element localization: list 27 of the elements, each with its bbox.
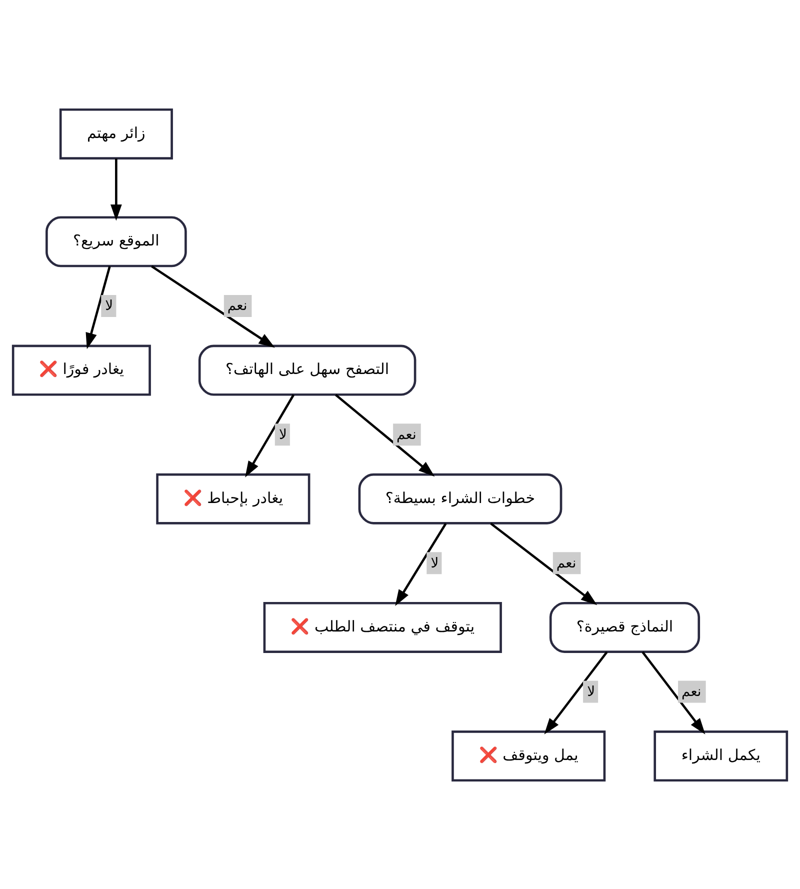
node-box: التصفح سهل على الهاتف؟ [198, 344, 416, 396]
node-box: الموقع سريع؟ [46, 216, 187, 267]
arrow [86, 266, 111, 349]
arrow [110, 158, 122, 220]
node-box: يكمل الشراء [654, 730, 788, 782]
node-box: ❌ يغادر فورًا [12, 344, 151, 396]
arrow [335, 394, 435, 476]
node-box: ❌ يغادر بإحباط [156, 472, 310, 524]
edge-label: لا [430, 554, 439, 571]
node-box: زائر مهتم [59, 108, 173, 159]
edge-label: لا [278, 426, 287, 442]
arrow [151, 264, 275, 348]
edge-label: نعم [396, 426, 416, 442]
edge-label: لا [587, 683, 596, 700]
edge-label: نعم [556, 554, 576, 571]
node-box: ❌ يتوقف في منتصف الطلب [263, 601, 502, 652]
arrow [544, 650, 608, 734]
node-box: النماذج قصيرة؟ [549, 601, 700, 652]
edge-label: لا [105, 298, 114, 314]
arrow [642, 650, 706, 734]
node-box: ❌ يمل ويتوقف [452, 730, 606, 782]
edge-label: نعم [227, 298, 248, 314]
arrow [395, 522, 447, 606]
node-box: خطوات الشراء بسيطة؟ [358, 472, 562, 524]
arrow [490, 522, 598, 605]
edge-label: نعم [682, 683, 702, 700]
arrow [245, 394, 295, 477]
